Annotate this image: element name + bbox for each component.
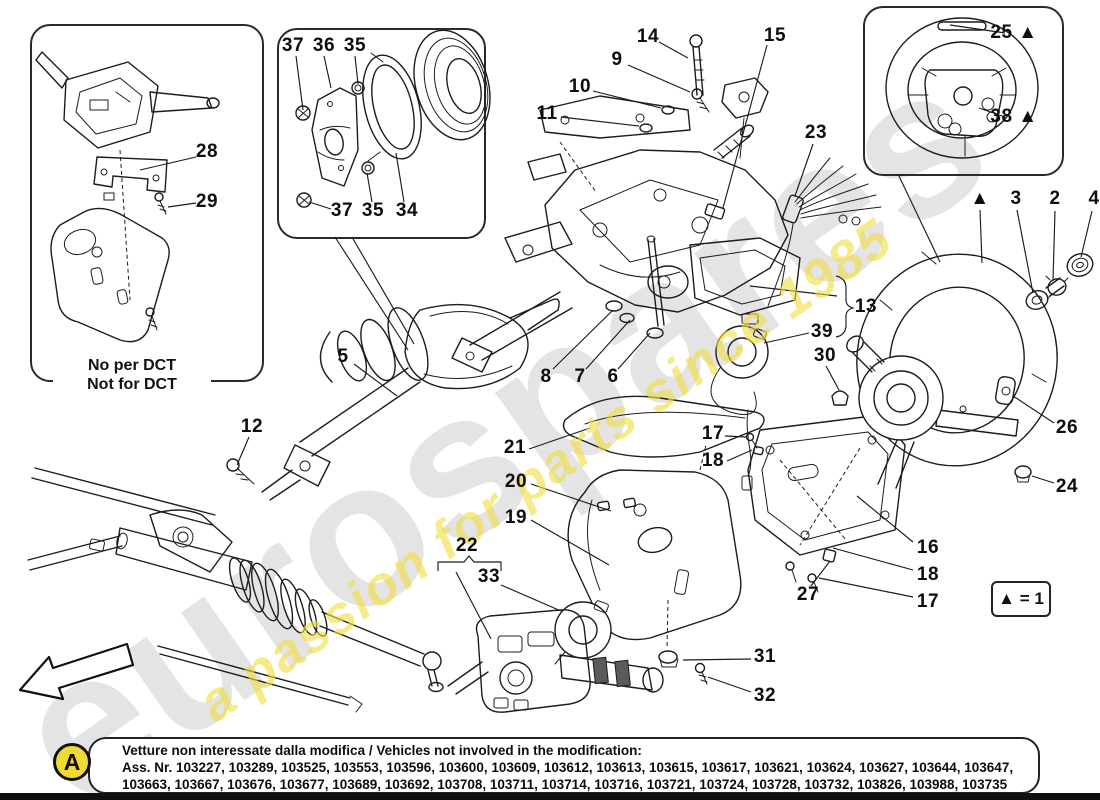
callout-22: 22 [455,535,479,556]
steering-rack-art [27,467,444,713]
callout-37-top: 37 [281,35,305,56]
shroud-and-bracket-art [562,395,906,649]
callout-35-top: 35 [343,35,367,56]
callout-17-left: 17 [701,423,725,444]
callout-37-bottom: 37 [330,200,354,221]
direction-arrow [18,642,135,701]
bottom-border-bar [0,793,1100,800]
callout-2: 2 [1049,188,1061,209]
steering-wheel-rear-art [846,251,1094,489]
gasket-inset-art [295,29,491,208]
callout-21: 21 [503,437,527,458]
footer-line2: Ass. Nr. 103227, 103289, 103525, 103553,… [122,760,1014,775]
dct-note: No per DCT Not for DCT [53,356,211,394]
callout-38: 38 ▲ [990,106,1038,127]
callout-17-right: 17 [916,591,940,612]
callout-7: 7 [574,366,586,387]
callout-16: 16 [916,537,940,558]
callout-36: 36 [312,35,336,56]
callout-32: 32 [753,685,777,706]
callout-27: 27 [796,584,820,605]
callout-30: 30 [813,345,837,366]
callout-20: 20 [504,471,528,492]
callout-31: 31 [753,646,777,667]
callout-33: 33 [477,566,501,587]
callout-14: 14 [636,26,660,47]
callout-35-bottom: 35 [361,200,385,221]
callout-6: 6 [607,366,619,387]
modification-badge: A [53,743,91,781]
steering-wheel-front-art [885,17,1039,159]
callout-8: 8 [540,366,552,387]
callout-29: 29 [195,191,219,212]
callout-9: 9 [611,49,623,70]
callout-3: 3 [1010,188,1022,209]
callout-25: 25 ▲ [990,22,1038,43]
callout-28: 28 [195,141,219,162]
inset-box-steering-wheel [863,6,1064,176]
callout-18-left: 18 [701,450,725,471]
callout-15: 15 [763,25,787,46]
callout-34: 34 [395,200,419,221]
footer-line1: Vetture non interessate dalla modifica /… [122,743,642,758]
callout-10: 10 [568,76,592,97]
callout-triangle: ▲ [970,188,990,209]
leader-lines [139,24,1093,693]
callout-18-right: 18 [916,564,940,585]
footer-line3: 103663, 103667, 103676, 103677, 103689, … [122,777,1008,792]
steering-column-art [226,34,882,501]
callout-5: 5 [337,346,349,367]
callout-13: 13 [854,296,878,317]
stalk-switch-art [447,600,708,713]
callout-4: 4 [1088,188,1100,209]
callout-11: 11 [536,103,558,124]
callout-26: 26 [1055,417,1079,438]
callout-19: 19 [504,507,528,528]
dct-note-line2: Not for DCT [87,376,177,393]
dct-note-line1: No per DCT [88,357,176,374]
callout-23: 23 [804,122,828,143]
footer-note: Vetture non interessate dalla modifica /… [88,737,1040,794]
column-switch-inset-art [35,51,220,343]
callout-24: 24 [1055,476,1079,497]
callout-39: 39 [810,321,834,342]
triangle-legend: ▲ = 1 [991,581,1051,617]
callout-12: 12 [240,416,264,437]
inset-box-gaskets [277,28,486,239]
